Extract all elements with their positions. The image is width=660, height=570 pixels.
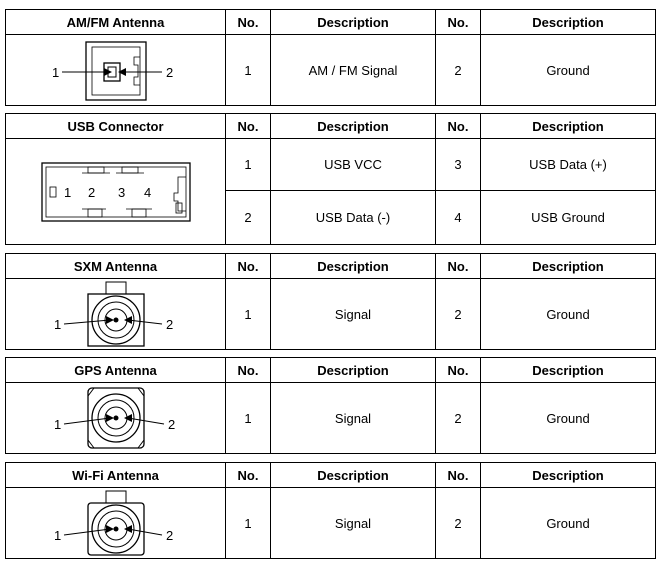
col-header-description: Description [270, 462, 436, 488]
col-header-no: No. [225, 462, 271, 488]
col-header-description: Description [480, 253, 656, 279]
col-header-description: Description [480, 113, 656, 139]
pin-description: Signal [270, 487, 436, 559]
col-header-no: No. [225, 113, 271, 139]
pin-number: 1 [225, 382, 271, 454]
connector-diagram: 1 2 [5, 382, 226, 454]
table-header-row: GPS Antenna No. Description No. Descript… [5, 357, 656, 383]
pin-label: 2 [166, 528, 173, 543]
pin-label: 1 [54, 417, 61, 432]
pin-label: 2 [168, 417, 175, 432]
usb-connector-icon: 1 2 3 4 [40, 161, 191, 222]
table-header-row: AM/FM Antenna No. Description No. Descri… [5, 9, 656, 35]
col-header-no: No. [225, 357, 271, 383]
section-title: Wi-Fi Antenna [5, 462, 226, 488]
pin-label: 1 [64, 185, 71, 200]
coax-connector-icon: 1 2 [54, 490, 173, 556]
table-row: 1 2 1 Signal 2 Ground [5, 487, 656, 559]
coax-connector-icon: 1 2 [54, 281, 173, 347]
table-row: 1 2 1 Signal 2 Ground [5, 382, 656, 454]
table-header-row: SXM Antenna No. Description No. Descript… [5, 253, 656, 279]
pin-number: 1 [225, 34, 271, 106]
usb-connector-table: USB Connector No. Description No. Descri… [5, 113, 656, 245]
pin-number: 1 [225, 487, 271, 559]
pin-description: USB Ground [480, 190, 656, 245]
col-header-description: Description [480, 462, 656, 488]
pin-description: AM / FM Signal [270, 34, 436, 106]
col-header-description: Description [270, 113, 436, 139]
pin-description: USB Data (-) [270, 190, 436, 245]
sxm-antenna-table: SXM Antenna No. Description No. Descript… [5, 253, 656, 350]
pin-description: USB VCC [270, 138, 436, 191]
col-header-no: No. [435, 462, 481, 488]
col-header-description: Description [270, 357, 436, 383]
pin-label: 4 [144, 185, 151, 200]
connector-diagram: 1 2 [5, 34, 226, 106]
pin-label: 1 [54, 528, 61, 543]
table-header-row: USB Connector No. Description No. Descri… [5, 113, 656, 139]
col-header-no: No. [435, 357, 481, 383]
col-header-description: Description [480, 9, 656, 35]
table-row: 1 2 3 4 1 USB VCC 3 USB Data (+) [5, 138, 656, 245]
col-header-description: Description [270, 253, 436, 279]
col-header-no: No. [435, 253, 481, 279]
pin-description: Ground [480, 382, 656, 454]
pin-number: 2 [225, 190, 271, 245]
antenna-connector-icon: 1 2 [52, 41, 173, 101]
pin-description: Ground [480, 34, 656, 106]
pin-description: Signal [270, 278, 436, 350]
section-title: GPS Antenna [5, 357, 226, 383]
col-header-description: Description [270, 9, 436, 35]
section-title: AM/FM Antenna [5, 9, 226, 35]
pin-number: 2 [435, 34, 481, 106]
col-header-no: No. [225, 253, 271, 279]
pin-label: 2 [88, 185, 95, 200]
col-header-no: No. [435, 113, 481, 139]
pin-label: 3 [118, 185, 125, 200]
pin-number: 4 [435, 190, 481, 245]
pin-number: 2 [435, 382, 481, 454]
wifi-antenna-table: Wi-Fi Antenna No. Description No. Descri… [5, 462, 656, 559]
pin-description: USB Data (+) [480, 138, 656, 191]
connector-diagram: 1 2 3 4 [5, 138, 226, 245]
pin-description: Ground [480, 487, 656, 559]
pin-description: Signal [270, 382, 436, 454]
pin-label: 2 [166, 317, 173, 332]
gps-antenna-table: GPS Antenna No. Description No. Descript… [5, 357, 656, 454]
table-row: 1 2 1 AM / FM Signal 2 Ground [5, 34, 656, 106]
col-header-no: No. [435, 9, 481, 35]
table-row: 1 2 1 Signal 2 Ground [5, 278, 656, 350]
pin-label: 2 [166, 65, 173, 80]
connector-diagram: 1 2 [5, 278, 226, 350]
table-header-row: Wi-Fi Antenna No. Description No. Descri… [5, 462, 656, 488]
pin-label: 1 [54, 317, 61, 332]
table-row: 2 USB Data (-) 4 USB Ground [6, 190, 656, 245]
col-header-description: Description [480, 357, 656, 383]
section-title: SXM Antenna [5, 253, 226, 279]
pin-number: 1 [225, 138, 271, 191]
section-title: USB Connector [5, 113, 226, 139]
pin-number: 2 [435, 487, 481, 559]
pin-number: 1 [225, 278, 271, 350]
pin-description: Ground [480, 278, 656, 350]
connector-diagram: 1 2 [5, 487, 226, 559]
pin-number: 3 [435, 138, 481, 191]
coax-connector-icon: 1 2 [54, 387, 175, 449]
pin-number: 2 [435, 278, 481, 350]
amfm-antenna-table: AM/FM Antenna No. Description No. Descri… [5, 9, 656, 106]
col-header-no: No. [225, 9, 271, 35]
pin-label: 1 [52, 65, 59, 80]
